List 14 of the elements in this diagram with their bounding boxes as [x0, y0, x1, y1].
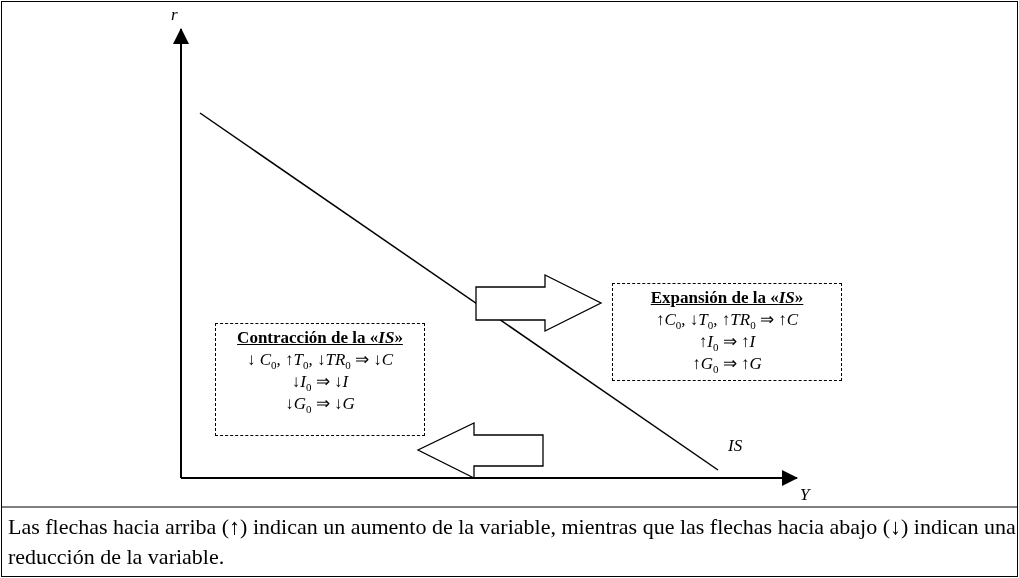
formula-text: ↓I$_{0}$ ⇒ ↓I — [291, 371, 349, 393]
curve-label: IS — [728, 436, 743, 456]
formula-text: ↑G$_{0}$ ⇒ ↑G — [692, 353, 762, 375]
caption-text: Las flechas hacia arriba (↑) indican un aumento de la variable, mientras que las flechas hacia abajo (↓) indican una reducción de la variable. — [8, 513, 1016, 571]
formula-text: ↓G$_{0}$ ⇒ ↓G — [285, 393, 355, 415]
dashed-text-box — [215, 323, 425, 436]
dashed-text-box — [612, 283, 842, 381]
formula-text: ↑C$_{0}$, ↓T$_{0}$, ↑TR$_{0}$ ⇒ ↑C — [656, 309, 798, 331]
box-heading: Contracción de la «IS» — [237, 327, 403, 349]
formula-text: ↓ C$_{0}$, ↑T$_{0}$, ↓TR$_{0}$ ⇒ ↓C — [246, 349, 394, 371]
box-heading: Expansión de la «IS» — [650, 287, 804, 309]
axis-label: r — [171, 5, 178, 25]
axis-label: Y — [800, 485, 810, 505]
formula-text: ↑I$_{0}$ ⇒ ↑I — [698, 331, 756, 353]
